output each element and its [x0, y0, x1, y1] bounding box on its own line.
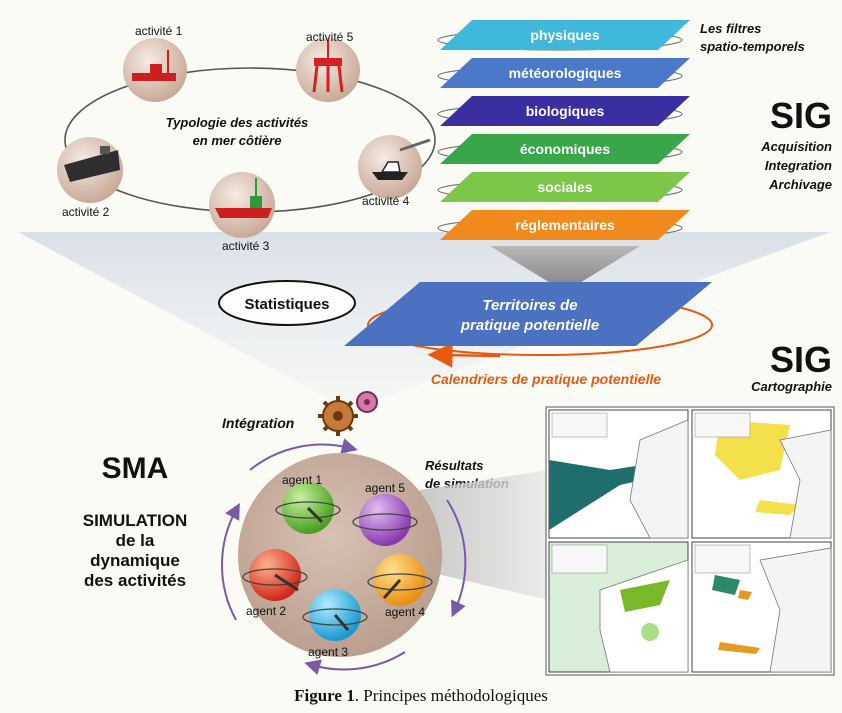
activity-ball-5 [296, 38, 360, 102]
fishing-boat-icon [215, 178, 272, 218]
figure-caption-text: . Principes méthodologiques [354, 686, 548, 705]
filter-layer-biologiques: biologiques [437, 96, 690, 126]
results-maps [545, 406, 835, 676]
statistiques-node: Statistiques [218, 280, 356, 326]
activity-label-5: activité 5 [306, 30, 354, 44]
filter-layer-shape [440, 134, 690, 164]
sma-line-3: dynamique [90, 551, 180, 570]
oil-platform-icon [312, 40, 344, 93]
agent-label-2: agent 2 [246, 604, 286, 618]
activity-ball-2 [57, 137, 123, 203]
figure-caption-number: Figure 1 [294, 686, 355, 705]
agent-4: agent 4 [367, 554, 433, 619]
ring-arrow-4 [399, 138, 431, 152]
figure-caption: Figure 1. Principes méthodologiques [0, 686, 842, 706]
sig-top-line-3: Archivage [768, 177, 832, 192]
activities-title-line1: Typologie des activités [166, 115, 309, 130]
filter-layer-sociales: sociales [437, 172, 690, 202]
filter-layer-label: sociales [537, 179, 592, 195]
filters-funnel [490, 246, 640, 292]
sig-bottom-title: SIG [770, 339, 832, 380]
map-2 [691, 409, 832, 539]
agent-3: agent 3 [302, 589, 368, 659]
filter-layer-label: économiques [520, 141, 610, 157]
sma-line-2: de la [116, 531, 155, 550]
calendriers-label: Calendriers de pratique potentielle [431, 371, 661, 387]
filter-layer-economiques: économiques [437, 134, 690, 164]
filter-layer-label: physiques [530, 27, 599, 43]
sig-top-title: SIG [770, 95, 832, 136]
agent-5: agent 5 [352, 481, 418, 546]
agent-2: agent 2 [242, 549, 308, 618]
sma-line-4: des activités [84, 571, 186, 590]
activity-label-4: activité 4 [362, 194, 410, 208]
statistiques-label: Statistiques [244, 296, 329, 313]
activity-ball-1 [123, 38, 187, 102]
filter-layer-meteorologiques: météorologiques [437, 58, 690, 88]
filter-layer-label: biologiques [526, 103, 605, 119]
territoires-line1: Territoires de [482, 297, 577, 314]
territoires-node: Territoires de pratique potentielle [344, 282, 712, 346]
sig-bottom-subtitle: Cartographie [751, 379, 832, 394]
trawler-icon [132, 50, 176, 81]
territoires-line2: pratique potentielle [460, 317, 599, 334]
filters-title-line1: Les filtres [700, 21, 761, 36]
activity-ball-3 [209, 172, 275, 238]
territoires-shape [344, 282, 712, 346]
sig-top-line-2: Integration [765, 158, 832, 173]
activities-title-line2: en mer côtière [193, 133, 282, 148]
filters-title-line2: spatio-temporels [700, 39, 805, 54]
sma-line-1: SIMULATION [83, 511, 188, 530]
resultats-line1: Résultats [425, 458, 484, 473]
filter-layer-shape [440, 210, 690, 240]
cargo-ship-icon [64, 146, 120, 182]
sig-top-line-1: Acquisition [760, 139, 832, 154]
activity-label-1: activité 1 [135, 24, 183, 38]
map-1 [548, 409, 689, 539]
filter-layer-shape [440, 96, 690, 126]
sma-title: SMA [102, 452, 169, 485]
filter-layer-shape [440, 20, 690, 50]
activity-ball-4 [358, 135, 431, 199]
map-4 [691, 541, 832, 673]
filter-layer-shape [440, 172, 690, 202]
integration-label: Intégration [222, 415, 294, 431]
activity-label-3: activité 3 [222, 239, 270, 253]
calendar-loop-arrow [427, 342, 501, 368]
agent-label-3: agent 3 [308, 645, 348, 659]
agent-1: agent 1 [275, 473, 341, 534]
results-projection [420, 470, 548, 600]
filter-layer-reglementaires: réglementaires [437, 210, 690, 240]
filter-layer-label: réglementaires [515, 217, 615, 233]
agent-label-4: agent 4 [385, 605, 425, 619]
filter-layer-physiques: physiques [437, 20, 690, 51]
filters-stack: physiques météorologiques biologiques éc… [437, 20, 690, 240]
activity-label-2: activité 2 [62, 205, 110, 219]
agent-label-1: agent 1 [282, 473, 322, 487]
filter-layer-label: météorologiques [509, 65, 622, 81]
gears-icon [318, 391, 378, 436]
pleasure-boat-icon [372, 161, 408, 180]
agent-label-5: agent 5 [365, 481, 405, 495]
map-3 [548, 541, 689, 673]
filter-layer-shape [440, 58, 690, 88]
